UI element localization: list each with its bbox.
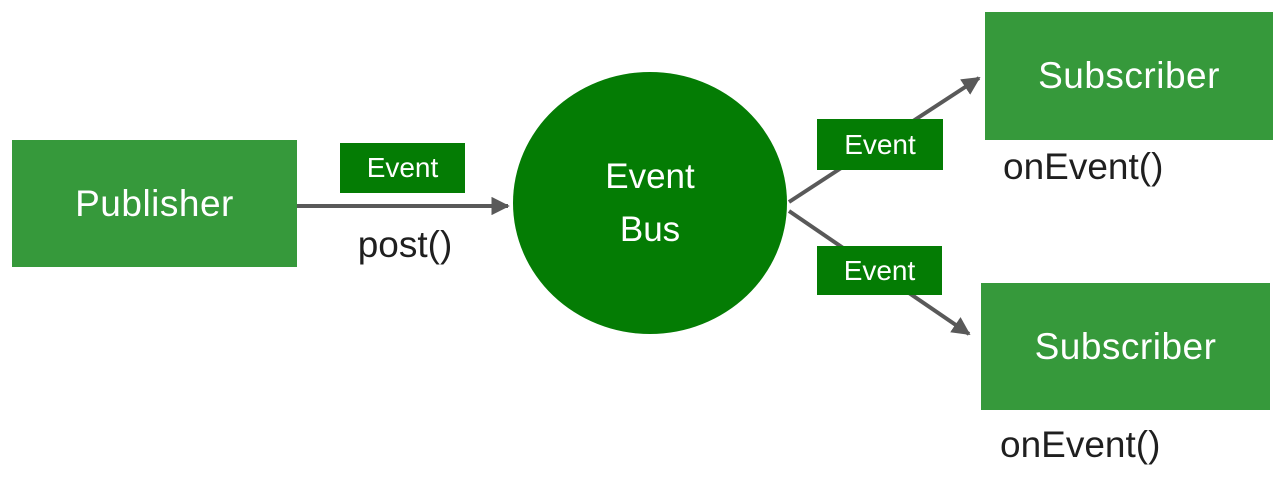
event-tag-label: Event bbox=[843, 254, 916, 286]
publisher-box: Publisher bbox=[12, 140, 297, 267]
event-bus-label-line1: Event bbox=[605, 156, 695, 196]
subscriber-box-top: Subscriber bbox=[985, 12, 1273, 140]
publisher-label: Publisher bbox=[75, 182, 234, 224]
subscriber-label: Subscriber bbox=[1038, 55, 1220, 96]
post-method-caption: post() bbox=[357, 224, 453, 265]
onevent-caption-bottom: onEvent() bbox=[1000, 424, 1161, 465]
subscriber-box-bottom: Subscriber bbox=[981, 283, 1270, 410]
event-bus-circle: Event Bus bbox=[513, 72, 787, 334]
event-tag-label: Event bbox=[366, 152, 439, 183]
subscriber-label: Subscriber bbox=[1034, 325, 1217, 367]
event-tag-label: Event bbox=[844, 128, 916, 160]
event-bus-label-line2: Bus bbox=[619, 210, 681, 249]
event-tag-bus-to-subscriber-bottom: Event bbox=[817, 246, 942, 295]
event-tag-publisher-to-bus: Event bbox=[340, 143, 465, 193]
onevent-caption-top: onEvent() bbox=[1003, 146, 1164, 187]
event-tag-bus-to-subscriber-top: Event bbox=[817, 119, 943, 170]
